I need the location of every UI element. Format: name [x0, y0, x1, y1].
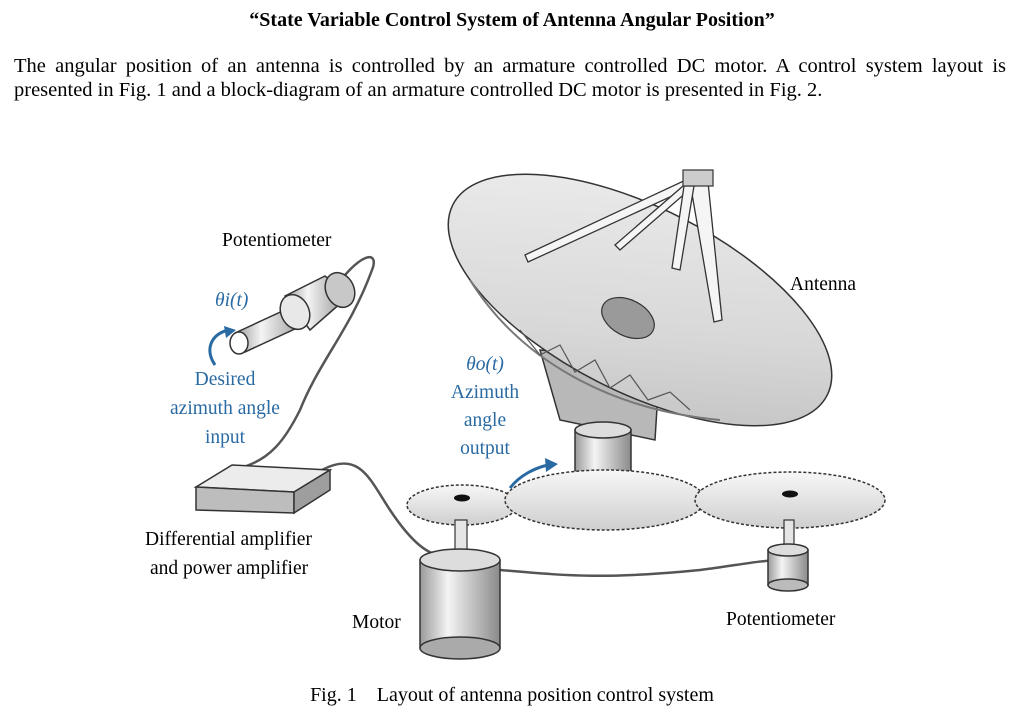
label-potentiometer-bottom: Potentiometer	[726, 609, 836, 630]
label-desired-1: Desired	[195, 369, 256, 390]
label-antenna: Antenna	[790, 274, 856, 295]
figure-caption: Fig. 1 Layout of antenna position contro…	[0, 684, 1024, 707]
label-azimuth-3: output	[460, 438, 510, 459]
label-desired-3: input	[205, 427, 246, 448]
label-desired-2: azimuth angle	[170, 398, 280, 419]
label-theta-o: θo(t)	[466, 354, 504, 375]
caption-text: Layout of antenna position control syste…	[376, 684, 714, 706]
input-potentiometer	[208, 271, 356, 366]
label-amp-1: Differential amplifier	[145, 529, 312, 550]
label-theta-i: θi(t)	[215, 290, 248, 311]
output-potentiometer	[767, 519, 809, 592]
label-azimuth-2: angle	[464, 410, 506, 431]
caption-number: Fig. 1	[310, 684, 357, 706]
label-amp-2: and power amplifier	[150, 558, 309, 579]
azimuth-arrow-icon	[508, 463, 549, 489]
intro-paragraph: The angular position of an antenna is co…	[14, 55, 1006, 101]
antenna-dish	[447, 169, 833, 441]
label-motor: Motor	[352, 612, 401, 633]
document-title: “State Variable Control System of Antenn…	[249, 9, 775, 31]
motor	[419, 519, 501, 660]
label-potentiometer-top: Potentiometer	[222, 230, 332, 251]
gears	[406, 469, 886, 531]
amplifier-box	[193, 464, 333, 515]
rotation-arrow-icon	[208, 328, 229, 366]
label-azimuth-1: Azimuth	[451, 382, 519, 403]
